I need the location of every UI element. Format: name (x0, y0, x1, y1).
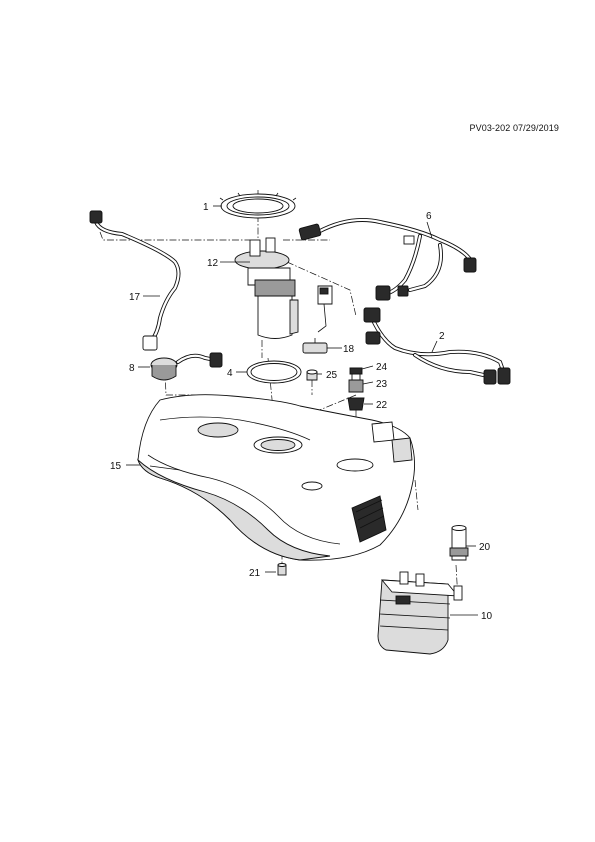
fuel-tank (137, 394, 415, 561)
callout-1: 1 (203, 202, 209, 213)
fuel-feed-line (89, 210, 181, 351)
fuel-pump-module (234, 237, 333, 339)
small-fittings (306, 367, 365, 411)
callout-25: 25 (326, 370, 338, 381)
callout-24: 24 (376, 362, 388, 373)
tank-seal (246, 360, 302, 384)
callout-labels: 1 6 12 17 2 18 8 4 24 25 23 22 15 20 21 … (110, 202, 493, 622)
callout-4: 4 (227, 368, 233, 379)
vent-connector (449, 525, 469, 561)
callout-20: 20 (479, 542, 491, 553)
upper-wiring-harness (298, 218, 477, 301)
callout-8: 8 (129, 363, 135, 374)
fuel-level-float (302, 338, 328, 354)
callout-17: 17 (129, 292, 141, 303)
callout-23: 23 (376, 379, 388, 390)
evap-canister (377, 571, 463, 655)
callout-18: 18 (343, 344, 355, 355)
lower-wiring-harness (363, 307, 511, 385)
callout-2: 2 (439, 331, 445, 342)
pressure-sensor-assembly (150, 352, 223, 381)
document-code: PV03-202 07/29/2019 (469, 123, 559, 133)
callout-10: 10 (481, 611, 493, 622)
callout-6: 6 (426, 211, 432, 222)
tank-bolt (277, 563, 287, 576)
callout-15: 15 (110, 461, 122, 472)
callout-22: 22 (376, 400, 388, 411)
callout-12: 12 (207, 258, 219, 269)
leader-lines (126, 205, 478, 616)
lock-ring (219, 192, 297, 219)
callout-21: 21 (249, 568, 261, 579)
